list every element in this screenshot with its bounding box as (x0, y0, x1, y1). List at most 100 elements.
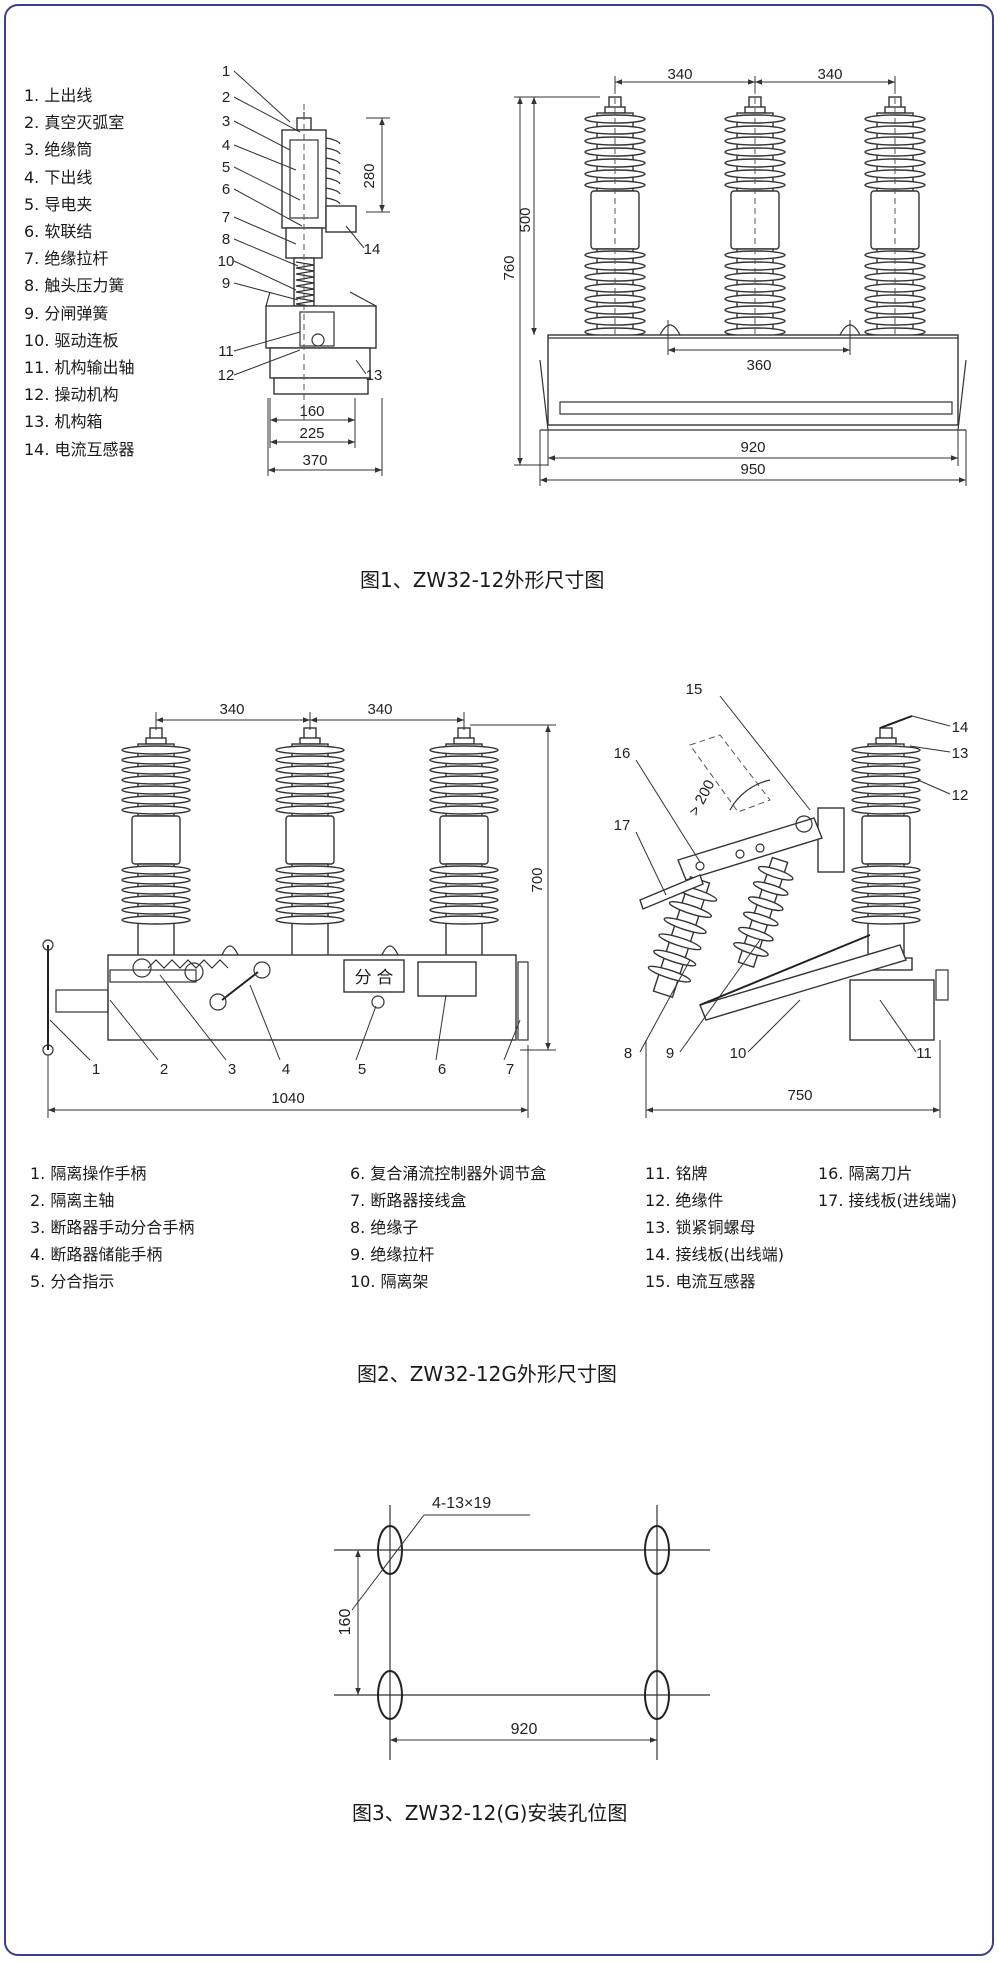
callout-f2f-1: 1 (92, 1061, 100, 1078)
figure2-legend-col4: 16. 隔离刀片 17. 接线板(进线端) (818, 1160, 957, 1214)
figure3-caption: 图3、ZW32-12(G)安装孔位图 (352, 1801, 628, 1825)
callout-f2s-13: 13 (952, 745, 969, 762)
f2-side-angle: > 200 (686, 777, 719, 819)
callout-f2s-17: 17 (614, 817, 631, 834)
figure1-caption: 图1、ZW32-12外形尺寸图 (360, 568, 605, 592)
figure1-front-view: 340 340 760 500 360 920 950 (501, 66, 967, 486)
f3-dim-holes: 4-13×19 (432, 1495, 491, 1512)
callout-f2s-12: 12 (952, 787, 969, 804)
figure1-legend-item: 1. 上出线 (24, 86, 93, 105)
figure1-legend-item: 11. 机构输出轴 (24, 358, 135, 378)
callout-f1s-1: 1 (222, 63, 230, 80)
figure2-legend-item: 3. 断路器手动分合手柄 (30, 1218, 195, 1237)
mount-hole-top-right (644, 1525, 670, 1575)
f1-front-dim-360: 360 (746, 357, 771, 374)
f1-front-dim-340-right: 340 (817, 66, 842, 83)
f3-dim-horizontal: 920 (511, 1721, 538, 1738)
page-frame (4, 4, 994, 1956)
callout-f2f-3: 3 (228, 1061, 236, 1078)
callout-f2s-11: 11 (916, 1045, 932, 1062)
callout-f2s-9: 9 (666, 1045, 674, 1062)
f2-front-dim-1040: 1040 (271, 1090, 304, 1107)
figure1-legend-item: 5. 导电夹 (24, 194, 93, 214)
figure1-legend-item: 9. 分闸弹簧 (24, 303, 109, 323)
figure2-legend-col2: 6. 复合涌流控制器外调节盒 7. 断路器接线盒 8. 绝缘子 9. 绝缘拉杆 10. … (350, 1160, 546, 1295)
callout-f2f-7: 7 (506, 1061, 514, 1078)
figure2-legend-item: 4. 断路器储能手柄 (30, 1245, 163, 1264)
figure2-legend-item: 12. 绝缘件 (645, 1191, 724, 1210)
f1-side-dim-280: 280 (361, 163, 378, 188)
figure1-legend-item: 2. 真空灭弧室 (24, 113, 125, 133)
f1-side-dim-370: 370 (302, 452, 327, 469)
callout-f2s-10: 10 (730, 1045, 747, 1062)
figure2-side-view: > 200 750 15 16 17 14 13 12 8 9 10 11 (614, 681, 969, 1118)
callout-f2f-4: 4 (282, 1061, 290, 1078)
figure1-legend-item: 8. 触头压力簧 (24, 276, 125, 296)
callout-f1s-8: 8 (222, 231, 230, 248)
callout-f1s-4: 4 (222, 137, 230, 154)
callout-f2s-14: 14 (952, 719, 969, 736)
figure2-legend-item: 1. 隔离操作手柄 (30, 1164, 147, 1183)
figure2-legend-item: 17. 接线板(进线端) (818, 1191, 958, 1210)
f1-side-dim-160: 160 (299, 403, 324, 420)
callout-f1s-13: 13 (366, 367, 383, 384)
f1-front-dim-340-left: 340 (667, 66, 692, 83)
callout-f1s-11: 11 (218, 343, 234, 360)
figure1-legend-item: 13. 机构箱 (24, 412, 103, 432)
callout-f2s-15: 15 (686, 681, 703, 698)
f1-side-dim-225: 225 (299, 425, 324, 442)
callout-f1s-5: 5 (222, 159, 230, 176)
figure2-legend-col3: 11. 铭牌 12. 绝缘件 13. 锁紧铜螺母 14. 接线板(出线端) 15. 电流… (645, 1160, 784, 1295)
callout-f1s-10: 10 (218, 253, 235, 270)
figure1-legend-item: 4. 下出线 (24, 167, 93, 187)
figure1-legend-item: 6. 软联结 (24, 222, 93, 242)
callout-f1s-6: 6 (222, 181, 230, 198)
mount-hole-bottom-right (644, 1670, 670, 1720)
figure1-legend: 1. 上出线 2. 真空灭弧室 3. 绝缘筒 4. 下出线 5. 导电夹 6. 软联结 7.… (24, 82, 135, 463)
f2-indicator-label: 分 合 (355, 968, 394, 987)
callout-f1s-14: 14 (364, 241, 381, 258)
f3-dim-vertical: 160 (337, 1609, 354, 1636)
f1-front-dim-920: 920 (740, 439, 765, 456)
f2-front-dim-340-left: 340 (219, 701, 244, 718)
callout-f1s-9: 9 (222, 275, 230, 292)
figure2-legend-item: 13. 锁紧铜螺母 (645, 1218, 756, 1237)
figure1-legend-item: 3. 绝缘筒 (24, 140, 93, 160)
figure2-legend-item: 7. 断路器接线盒 (350, 1191, 467, 1210)
f1-front-dim-760: 760 (501, 255, 518, 280)
figure2-legend-item: 11. 铭牌 (645, 1164, 708, 1183)
f2-side-dim-750: 750 (787, 1087, 812, 1104)
callout-f1s-7: 7 (222, 209, 230, 226)
callout-f1s-12: 12 (218, 367, 235, 384)
figure1-legend-item: 14. 电流互感器 (24, 439, 135, 459)
figure2-legend-item: 5. 分合指示 (30, 1272, 115, 1291)
figure2-legend-col1: 1. 隔离操作手柄 2. 隔离主轴 3. 断路器手动分合手柄 4. 断路器储能手柄 5.… (30, 1160, 194, 1295)
mount-hole-bottom-left (377, 1670, 403, 1720)
figure2-caption: 图2、ZW32-12G外形尺寸图 (357, 1362, 617, 1386)
callout-f2s-16: 16 (614, 745, 631, 762)
figure1-legend-item: 7. 绝缘拉杆 (24, 249, 109, 269)
figure3-mount-holes: 4-13×19 160 920 (334, 1495, 710, 1760)
figure2-legend-item: 14. 接线板(出线端) (645, 1245, 785, 1264)
f2-front-dim-340-right: 340 (367, 701, 392, 718)
figure2-legend-item: 15. 电流互感器 (645, 1272, 756, 1291)
figure1-legend-item: 12. 操动机构 (24, 385, 119, 405)
callout-f2f-6: 6 (438, 1061, 446, 1078)
figure1-legend-item: 10. 驱动连板 (24, 330, 119, 350)
figure2-legend-item: 6. 复合涌流控制器外调节盒 (350, 1164, 547, 1183)
figure2-legend-item: 8. 绝缘子 (350, 1218, 419, 1237)
callout-f2f-2: 2 (160, 1061, 168, 1078)
callout-f1s-2: 2 (222, 89, 230, 106)
figure2-legend-item: 2. 隔离主轴 (30, 1191, 115, 1210)
callout-f1s-3: 3 (222, 113, 230, 130)
figure2-legend-item: 16. 隔离刀片 (818, 1164, 913, 1183)
figure2-legend-item: 9. 绝缘拉杆 (350, 1245, 435, 1264)
mount-hole-top-left (377, 1525, 403, 1575)
f1-front-dim-950: 950 (740, 461, 765, 478)
f1-front-dim-500: 500 (517, 207, 534, 232)
callout-f2s-8: 8 (624, 1045, 632, 1062)
figure2-legend-item: 10. 隔离架 (350, 1272, 429, 1291)
